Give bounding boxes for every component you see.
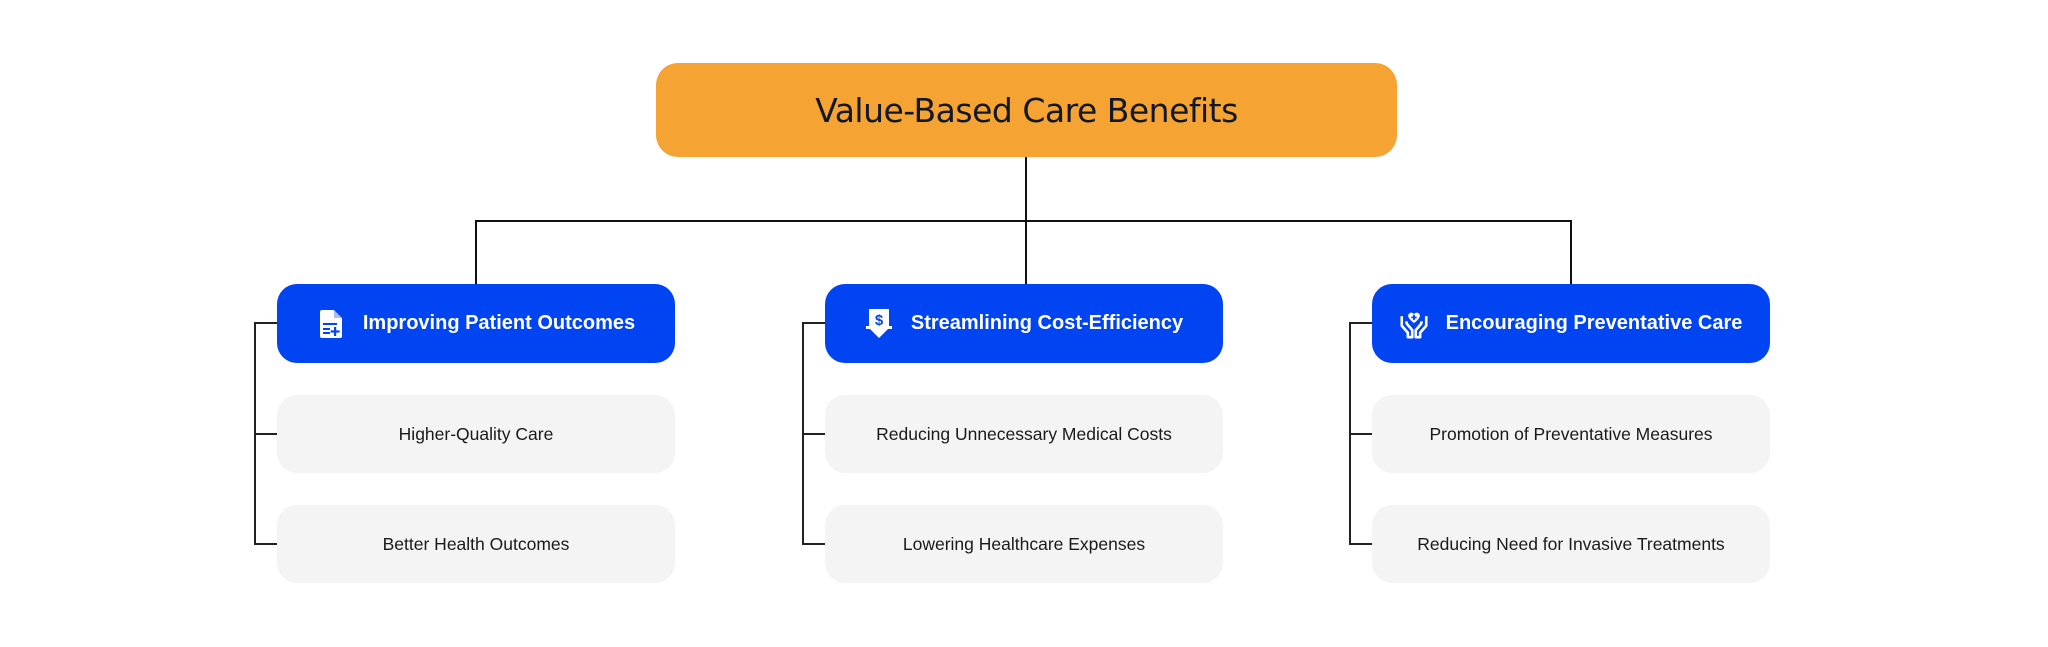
branch-item-label: Reducing Need for Invasive Treatments: [1417, 533, 1725, 554]
bracket-tick: [254, 433, 277, 435]
branch-item-label: Promotion of Preventative Measures: [1429, 423, 1713, 444]
branch-connector-right: [1570, 220, 1572, 284]
branch-item: Higher-Quality Care: [277, 395, 675, 473]
branch-item: Promotion of Preventative Measures: [1372, 395, 1770, 473]
branch-column-preventative-care: Encouraging Preventative Care Promotion …: [1349, 0, 1770, 647]
branch-item: Better Health Outcomes: [277, 505, 675, 583]
bracket-tick: [254, 543, 277, 545]
bracket-tick: [1349, 543, 1372, 545]
bracket-tick: [1349, 322, 1372, 324]
branch-item: Reducing Unnecessary Medical Costs: [825, 395, 1223, 473]
branch-header-cost-efficiency: $ Streamlining Cost-Efficiency: [825, 284, 1223, 363]
branch-item-label: Higher-Quality Care: [398, 423, 554, 444]
branch-item-label: Reducing Unnecessary Medical Costs: [876, 423, 1172, 444]
branch-item: Lowering Healthcare Expenses: [825, 505, 1223, 583]
root-node: Value-Based Care Benefits: [656, 63, 1397, 157]
bracket-tick: [802, 543, 825, 545]
dollar-down-arrow-icon: $: [865, 308, 893, 339]
bracket-tick: [254, 322, 277, 324]
svg-text:$: $: [875, 312, 884, 329]
branch-title: Encouraging Preventative Care: [1445, 312, 1743, 334]
bracket-tick: [802, 322, 825, 324]
bracket-tick: [802, 433, 825, 435]
medical-document-plus-icon: [317, 309, 345, 339]
branch-title: Improving Patient Outcomes: [362, 312, 636, 334]
branch-header-patient-outcomes: Improving Patient Outcomes: [277, 284, 675, 363]
branch-connector-left: [475, 220, 477, 284]
branch-item-label: Lowering Healthcare Expenses: [902, 533, 1146, 554]
root-title: Value-Based Care Benefits: [815, 90, 1238, 130]
branch-item: Reducing Need for Invasive Treatments: [1372, 505, 1770, 583]
branch-column-patient-outcomes: Improving Patient Outcomes Higher-Qualit…: [254, 0, 675, 647]
bracket-tick: [1349, 433, 1372, 435]
branch-connector-horizontal: [475, 220, 1572, 222]
branch-header-preventative-care: Encouraging Preventative Care: [1372, 284, 1770, 363]
hands-heart-care-icon: [1400, 309, 1428, 339]
branch-item-label: Better Health Outcomes: [382, 533, 570, 554]
branch-title: Streamlining Cost-Efficiency: [910, 312, 1184, 334]
branch-column-cost-efficiency: $ Streamlining Cost-Efficiency Reducing …: [802, 0, 1223, 647]
